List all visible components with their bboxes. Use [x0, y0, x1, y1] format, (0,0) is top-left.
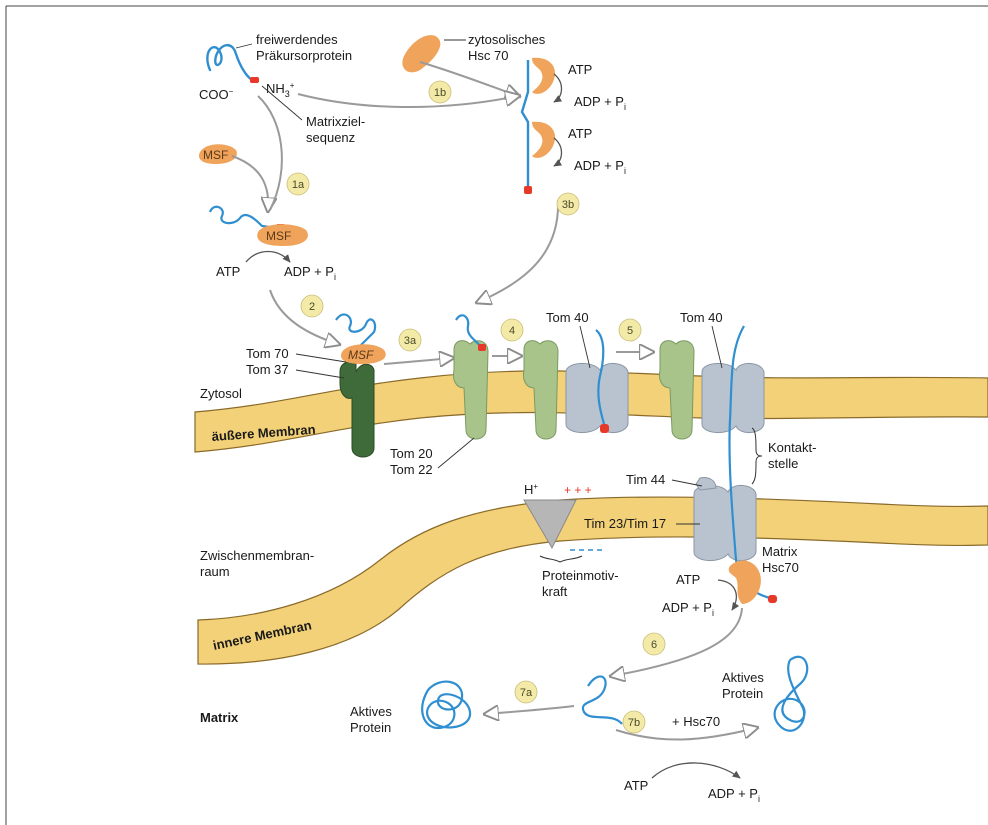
contact-bracket: [752, 428, 762, 484]
step-7b-label: 7b: [628, 717, 640, 729]
active-protein-right-chain: [775, 657, 808, 731]
nh3-label: NH3+: [266, 81, 295, 99]
contact-label-line2: stelle: [768, 456, 798, 471]
hsc70-bound-signal: [524, 186, 532, 194]
tim44-label: Tim 44: [626, 472, 665, 487]
step-1b-label: 1b: [434, 87, 446, 99]
arrow-3b: [478, 200, 558, 302]
plus-hsc70-label: + Hsc70: [672, 714, 720, 729]
7b-atp-arrow: [652, 763, 740, 778]
msf-free-label: MSF: [203, 148, 228, 162]
tom40-pore-1: [566, 363, 628, 432]
msf-bound-label: MSF: [266, 229, 291, 243]
pmf-label-line1: Proteinmotiv-: [542, 568, 619, 583]
tom40-pointer-1: [580, 326, 590, 368]
active-protein-right-label-line1: Aktives: [722, 670, 764, 685]
spanning-signal: [768, 595, 777, 603]
tim23-label: Tim 23/Tim 17: [584, 516, 666, 531]
arrow-1a-from-precursor: [258, 96, 282, 210]
contact-label-line1: Kontakt-: [768, 440, 816, 455]
hsc70-atp-2: ATP: [568, 126, 592, 141]
receptor-bound-msf-label: MSF: [348, 348, 374, 362]
matrix-hsc70-label-line1: Matrix: [762, 544, 798, 559]
tom40-label-1: Tom 40: [546, 310, 589, 325]
hsc70-bound-chain: [522, 60, 528, 190]
msf-adp: ADP + Pi: [284, 264, 336, 282]
plus-charges: + + +: [564, 483, 592, 497]
matrix-hsc70-atp: ATP: [676, 572, 700, 587]
matrix-target-label-line1: Matrixziel-: [306, 114, 365, 129]
intermembrane-label-line2: raum: [200, 564, 230, 579]
tom22-label: Tom 22: [390, 462, 433, 477]
matrix-hsc70-shape: [729, 560, 761, 604]
intermembrane-label-line1: Zwischenmembran-: [200, 548, 314, 563]
precursor-pointer: [236, 44, 252, 48]
matrix-hsc70-adp: ADP + Pi: [662, 600, 714, 618]
matrix-hsc70-label-line2: Hsc70: [762, 560, 799, 575]
hsc70-bound-1: [532, 58, 555, 94]
precursor-chain: [207, 45, 252, 80]
pmf-brace: [540, 556, 582, 562]
arrow-7a: [486, 706, 574, 714]
tim23-17-pore: [694, 485, 756, 560]
step-1a-label: 1a: [292, 179, 305, 191]
msf-atp: ATP: [216, 264, 240, 279]
step-3a-label: 3a: [404, 335, 417, 347]
hsc70-adp-2: ADP + Pi: [574, 158, 626, 176]
hsc70-adp-1: ADP + Pi: [574, 94, 626, 112]
7b-adp: ADP + Pi: [708, 786, 760, 804]
hsc70-atp-arrow-1: [554, 74, 562, 102]
precursor-label-line2: Präkursorprotein: [256, 48, 352, 63]
active-protein-left-label-line2: Protein: [350, 720, 391, 735]
matrix-target-label-line2: sequenz: [306, 130, 355, 145]
arrow-1b-lower: [298, 94, 518, 107]
tom20-bound-signal: [478, 344, 486, 351]
tom40-label-2: Tom 40: [680, 310, 723, 325]
arrow-3a: [384, 358, 452, 364]
tom40-pointer-2: [712, 326, 722, 368]
tom22-pointer: [438, 438, 474, 468]
precursor-signal: [250, 77, 259, 83]
cyto-hsc70-label-line1: zytosolisches: [468, 32, 546, 47]
tom37-label: Tom 37: [246, 362, 289, 377]
matrix-label: Matrix: [200, 710, 239, 725]
tom70-label: Tom 70: [246, 346, 289, 361]
step-2-label: 2: [309, 301, 315, 313]
active-protein-left-label-line1: Aktives: [350, 704, 392, 719]
step-3b-label: 3b: [562, 199, 574, 211]
hsc70-atp-1: ATP: [568, 62, 592, 77]
coo-label: COO−: [199, 87, 234, 102]
step-7a-label: 7a: [520, 687, 533, 699]
msf-atp-arrow: [246, 252, 290, 263]
hsc70-bound-2: [532, 122, 555, 158]
arrow-1a-from-msf: [232, 156, 268, 210]
pmf-label-line2: kraft: [542, 584, 568, 599]
step-6-label: 6: [651, 639, 657, 651]
hsc70-atp-arrow-2: [554, 138, 562, 166]
tom20-label: Tom 20: [390, 446, 433, 461]
complex-chain: [210, 207, 276, 228]
tom37-pointer: [296, 370, 344, 378]
cyto-hsc70-label-line2: Hsc 70: [468, 48, 508, 63]
active-protein-left-chain: [422, 682, 470, 728]
tom40-1-signal: [600, 424, 609, 433]
receptor-bound-chain: [336, 314, 375, 346]
active-protein-right-label-line2: Protein: [722, 686, 763, 701]
7b-atp: ATP: [624, 778, 648, 793]
step-4-label: 4: [509, 325, 515, 337]
zytosol-label: Zytosol: [200, 386, 242, 401]
hplus-label: H+: [524, 482, 538, 497]
tim44: [696, 477, 716, 490]
precursor-label-line1: freiwerdendes: [256, 32, 338, 47]
step-5-label: 5: [627, 325, 633, 337]
matrix-hsc70-atp-arrow: [718, 580, 736, 610]
matrix-unfolded-chain: [583, 676, 622, 724]
tom70-pointer: [296, 354, 346, 362]
arrow-6: [612, 608, 742, 676]
